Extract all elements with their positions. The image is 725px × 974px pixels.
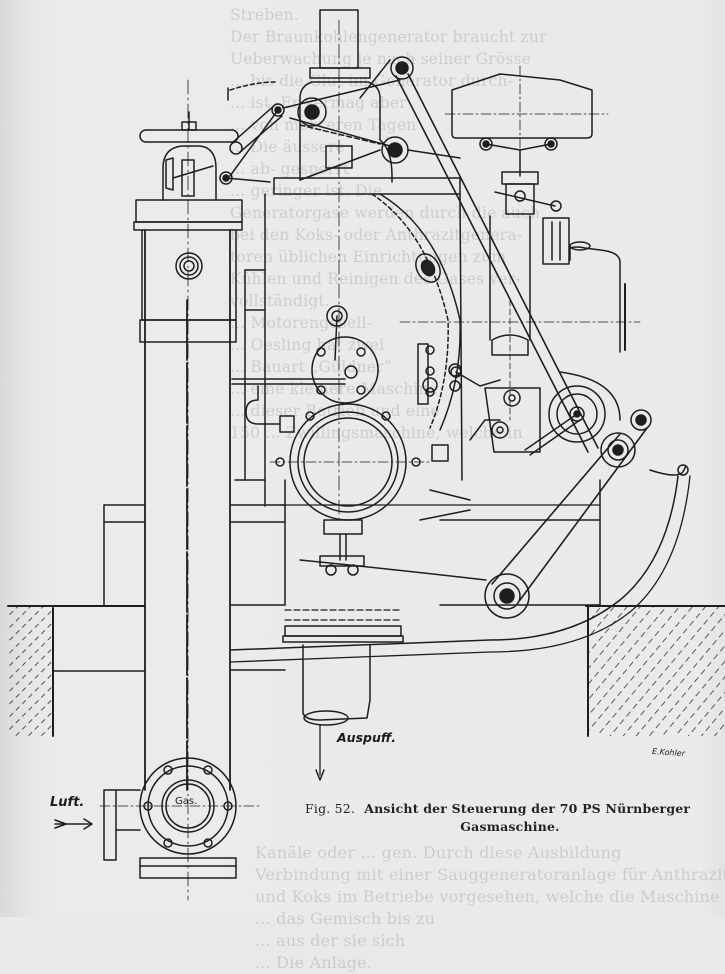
caption-line-2: Gasmaschine. <box>460 819 560 834</box>
engine-bed <box>52 479 601 672</box>
bleed-through-line: Generatorgase werden durch die auch <box>230 204 541 222</box>
air-inflow-arrow <box>54 818 93 830</box>
bleed-through-line: Streben. <box>230 6 300 24</box>
exhaust-pipe <box>282 519 404 781</box>
foundation-right <box>585 605 725 737</box>
valve-gear-mid <box>422 215 541 453</box>
exhaust-valve-body <box>231 305 471 521</box>
valve-housing <box>234 9 463 521</box>
bleed-through-line: ... Die Anlage. <box>255 953 373 972</box>
bleed-through-line: Der Braunkohlengenerator braucht zur <box>230 28 547 46</box>
bleed-through-line: ... bis die Glut im Generator durch- <box>230 72 514 90</box>
cam-disc <box>524 385 606 456</box>
swing-lever <box>229 371 691 663</box>
figure-caption: Fig. 52. Ansicht der Steuerung der 70 PS… <box>305 800 715 836</box>
bleed-through-line: Verbindung mit einer Sauggeneratoranlage… <box>255 865 725 884</box>
gas-pipe-column <box>133 79 243 901</box>
caption-line-1: Fig. 52. Ansicht der Steuerung der 70 PS… <box>305 800 715 818</box>
bleed-through-line: ... geringer ist. Die <box>230 182 383 200</box>
bleed-through-line: und Koks im Betriebe vorgesehen, welche … <box>255 887 725 906</box>
gas-label: Gas. <box>175 796 198 807</box>
bleed-through-line: ... Die äussere <box>230 138 346 156</box>
gas-inlet-flange <box>99 757 261 879</box>
governor <box>399 65 641 353</box>
caption-title: Ansicht der Steuerung der 70 PS Nürnberg… <box>364 801 691 816</box>
bleed-through-line: 150 ... Zwillingsmaschine, welche in <box>230 424 523 442</box>
bleed-through-line: bei den Koks- oder Anthrazitgenera- <box>230 226 523 244</box>
bleed-through-line: Ueberwachung je nach seiner Grösse <box>230 50 532 68</box>
air-label: Luft. <box>50 795 85 810</box>
bleed-through-line: ... ist. Er vermag aber <box>230 94 407 112</box>
bleed-through-line: vollständigt. <box>230 292 330 310</box>
cylinder-head-arc <box>371 193 461 431</box>
figure-number: Fig. 52. <box>305 801 356 816</box>
lever-linkage-top <box>219 56 599 453</box>
bleed-through-line: ... aus der sie sich <box>255 931 406 950</box>
regulator-handwheel <box>139 111 239 201</box>
exhaust-label: Auspuff. <box>337 730 397 745</box>
bleed-through-line: Kühlen und Reinigen des Gases ver- <box>230 270 521 288</box>
technical-drawing <box>7 9 725 901</box>
bleed-through-line: Kanäle oder ... gen. Durch diese Ausbild… <box>255 843 622 862</box>
bleed-through-line: ... Oesling hat zwei <box>230 336 385 354</box>
bleed-through-line: ... Bauart „Güldner“ <box>230 358 392 376</box>
